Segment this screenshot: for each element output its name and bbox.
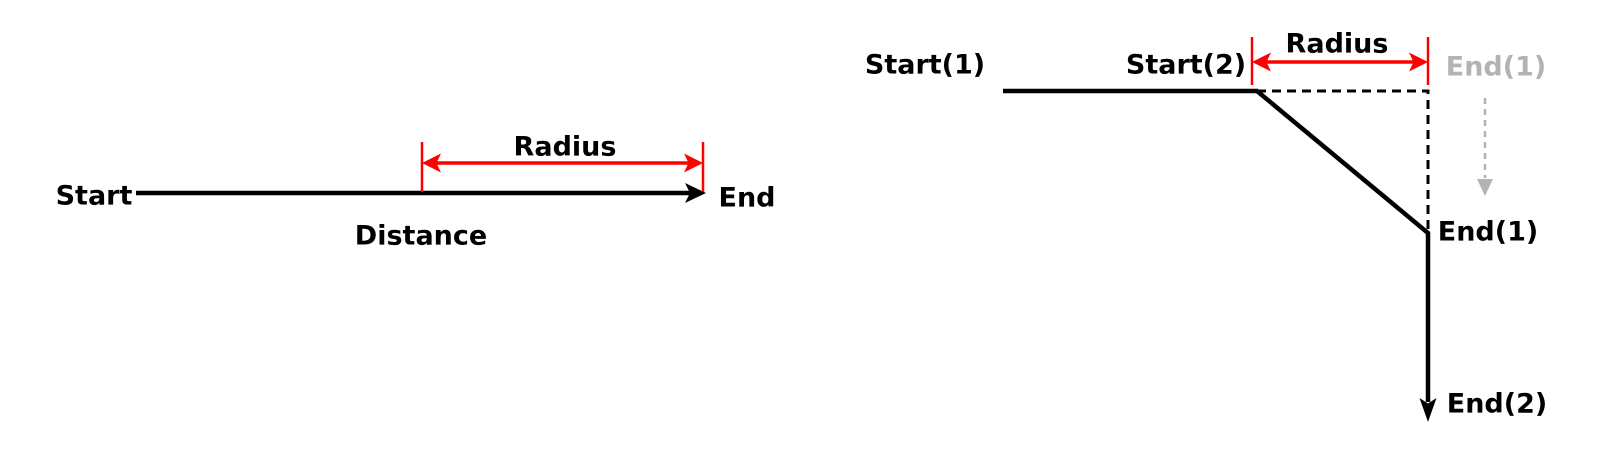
distance-label: Distance — [354, 220, 488, 252]
ghost-end1-label: End(1) — [1445, 51, 1547, 83]
left-diagram-lines — [136, 142, 706, 203]
original-corner-dashed-line — [1257, 89, 1430, 233]
ghost-drop-arrowhead-icon — [1477, 179, 1493, 196]
end1-label: End(1) — [1437, 216, 1539, 248]
radius-label-right: Radius — [1285, 28, 1389, 60]
radius2-dimension-arrowhead-right-icon — [1409, 52, 1428, 72]
start2-label: Start(2) — [1125, 49, 1247, 81]
radius-label-left: Radius — [513, 131, 617, 163]
right-diagram-lines — [1003, 37, 1493, 422]
end2-label: End(2) — [1446, 388, 1548, 420]
filleted-path-line — [1003, 88, 1431, 402]
radius-dimension-arrowhead-left-icon — [422, 153, 441, 173]
end2-arrowhead-icon — [1419, 398, 1437, 422]
end-label: End — [718, 182, 776, 214]
distance-end-arrowhead-icon — [685, 183, 706, 203]
radius2-dimension-arrowhead-left-icon — [1252, 52, 1271, 72]
start1-label: Start(1) — [864, 49, 986, 81]
radius-dimension-arrowhead-right-icon — [684, 153, 703, 173]
start-label: Start — [55, 180, 133, 212]
